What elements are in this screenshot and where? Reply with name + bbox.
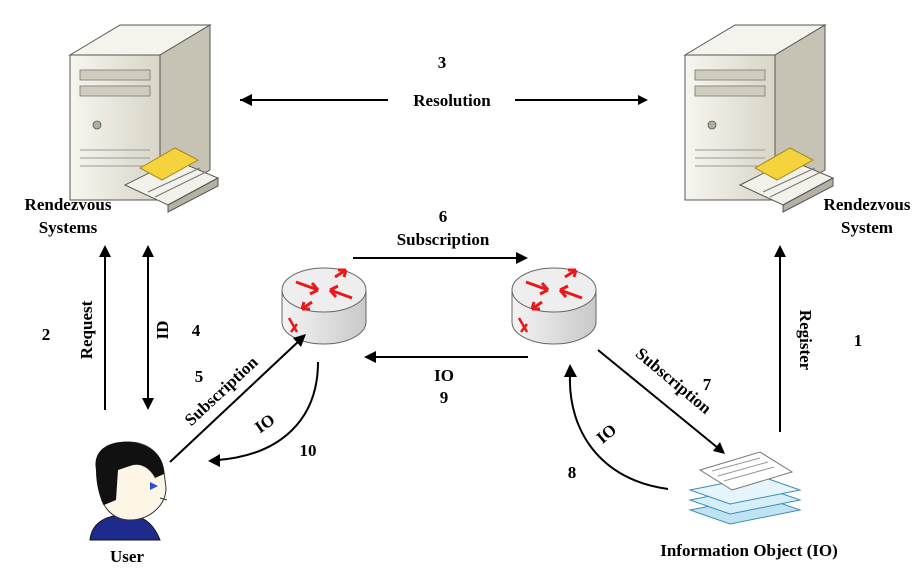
- id-step: 4: [192, 321, 201, 340]
- io-from-object-arrow: [564, 364, 669, 490]
- request-step: 2: [42, 325, 51, 344]
- right-server-label-1: Rendezvous: [824, 195, 911, 214]
- document-stack-icon: [688, 451, 802, 525]
- io-routers-step: 9: [440, 388, 449, 407]
- resolution-label: Resolution: [413, 91, 491, 110]
- io-to-user-step: 10: [300, 441, 317, 460]
- subscription-routers-label: Subscription: [397, 230, 490, 249]
- io-routers-arrow: [364, 351, 528, 363]
- request-label: Request: [77, 300, 96, 359]
- io-from-object-step: 8: [568, 463, 577, 482]
- subscription-user-step: 5: [195, 367, 204, 386]
- subscription-user-arrow: [169, 334, 306, 463]
- subscription-io-arrow: [597, 349, 725, 454]
- left-server-label-2: Systems: [39, 218, 98, 237]
- io-to-user-arrow: [208, 361, 319, 467]
- io-routers-label: IO: [434, 366, 454, 385]
- register-step: 1: [854, 331, 863, 350]
- info-object-label: Information Object (IO): [660, 541, 838, 560]
- subscription-routers-step: 6: [439, 207, 448, 226]
- router-right-icon: [511, 267, 597, 345]
- io-to-user-label: IO: [251, 410, 278, 437]
- right-server-label-2: System: [841, 218, 893, 237]
- user-head-icon: [89, 441, 168, 541]
- id-arrow: [142, 245, 154, 410]
- left-server-label-1: Rendezvous: [25, 195, 112, 214]
- subscription-user-label: Subscription: [181, 352, 262, 429]
- subscription-routers-arrow: [353, 252, 528, 264]
- right-server-icon: [683, 24, 835, 213]
- router-left-icon: [281, 267, 367, 345]
- subscription-io-step: 7: [703, 375, 712, 394]
- resolution-arrow: [240, 94, 648, 106]
- request-arrow: [99, 245, 111, 410]
- register-label: Register: [796, 310, 815, 371]
- id-label: ID: [153, 321, 172, 340]
- left-server-icon: [68, 24, 220, 213]
- user-label: User: [110, 547, 144, 566]
- resolution-step: 3: [438, 53, 447, 72]
- register-arrow: [774, 245, 786, 432]
- io-from-object-label: IO: [593, 420, 620, 447]
